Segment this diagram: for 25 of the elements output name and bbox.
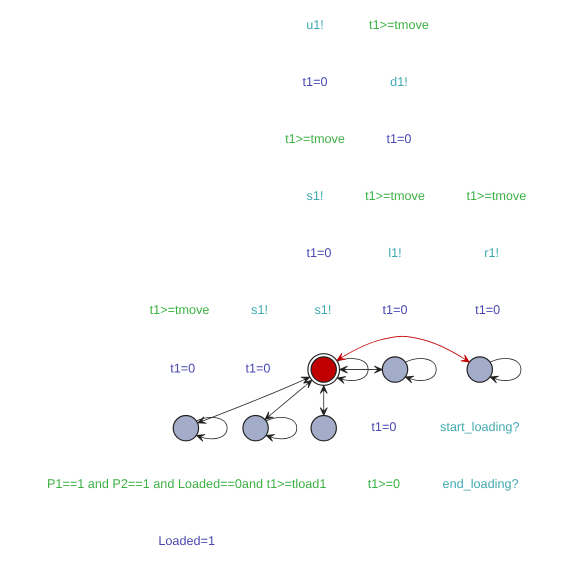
label: t1>=tmove xyxy=(149,302,209,317)
label: t1=0 xyxy=(306,246,331,260)
label: t1=0 xyxy=(386,132,411,146)
label: r1! xyxy=(484,246,499,260)
label: end_loading? xyxy=(442,477,518,492)
label: t1>=tmove xyxy=(368,18,428,32)
label: t1=0 xyxy=(370,420,396,434)
label: Loaded=1 xyxy=(158,534,215,548)
label: t1>=0 xyxy=(367,477,400,492)
label: t1>=tmove xyxy=(466,188,526,203)
label: s1! xyxy=(306,188,323,203)
label: u1! xyxy=(306,18,324,32)
label: t1=0 xyxy=(170,362,195,376)
label: d1! xyxy=(390,74,408,89)
label: l1! xyxy=(388,246,402,260)
label: t1=0 xyxy=(474,302,500,317)
label: t1=0 xyxy=(382,302,408,317)
label: s1! xyxy=(314,302,331,317)
label: start_loading? xyxy=(440,420,520,434)
label: t1>=tmove xyxy=(284,132,344,146)
label: t1>=tmove xyxy=(364,188,424,203)
label: t1=0 xyxy=(302,74,328,89)
label: s1! xyxy=(250,302,268,317)
label: P1==1 and P2==1 and Loaded==0and t1>=tload1 xyxy=(46,477,326,492)
label: t1=0 xyxy=(244,362,270,376)
